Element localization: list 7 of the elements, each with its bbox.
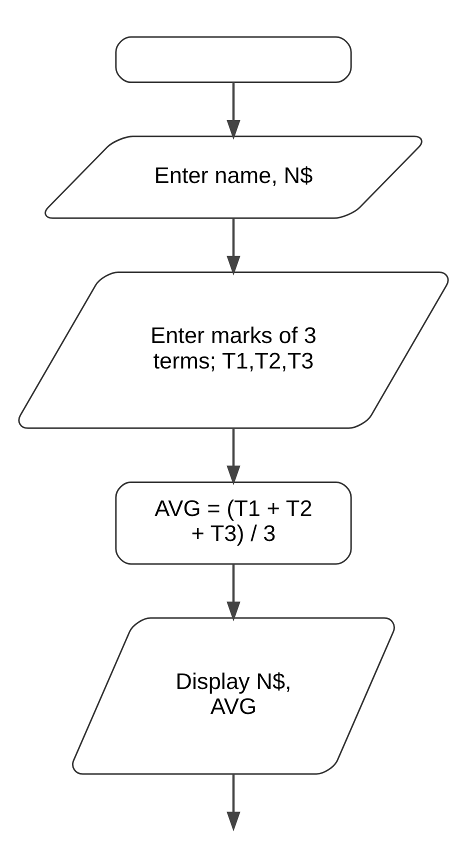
node-box: AVG = (T1 + T2 + T3) / 3	[115, 481, 352, 565]
arrow	[226, 428, 240, 486]
arrow	[226, 774, 240, 832]
arrow	[226, 82, 240, 140]
arrow	[226, 218, 240, 276]
arrow	[226, 564, 240, 622]
node-box	[115, 36, 352, 84]
